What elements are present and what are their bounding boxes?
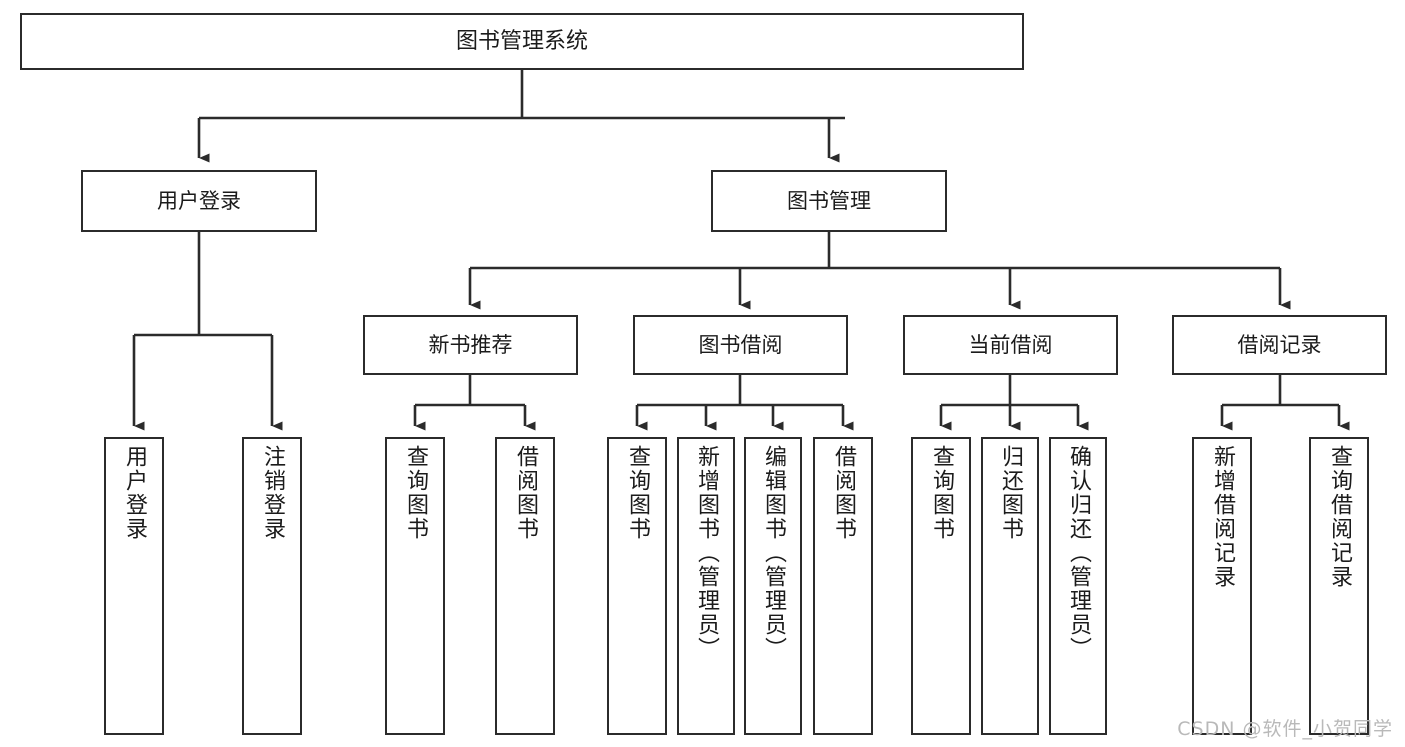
node-leaf-query-book-3[interactable]: 查询图书 <box>911 437 971 735</box>
node-leaf-add-book[interactable]: 新增图书（管理员） <box>677 437 735 735</box>
node-label: 用户登录 <box>157 188 241 213</box>
node-current-borrow[interactable]: 当前借阅 <box>903 315 1118 375</box>
node-leaf-add-record[interactable]: 新增借阅记录 <box>1192 437 1252 735</box>
node-label: 图书管理 <box>787 188 871 213</box>
node-label: 新书推荐 <box>428 332 513 357</box>
node-borrow-record[interactable]: 借阅记录 <box>1172 315 1387 375</box>
node-leaf-query-book-1[interactable]: 查询图书 <box>385 437 445 735</box>
node-leaf-edit-book[interactable]: 编辑图书（管理员） <box>744 437 802 735</box>
node-leaf-return-book[interactable]: 归还图书 <box>981 437 1039 735</box>
node-label: 借阅图书 <box>831 445 856 541</box>
node-label: 编辑图书（管理员） <box>761 445 786 661</box>
node-label: 查询借阅记录 <box>1327 445 1352 589</box>
node-user-login[interactable]: 用户登录 <box>81 170 317 232</box>
node-label: 借阅图书 <box>513 445 538 541</box>
node-book-management[interactable]: 图书管理 <box>711 170 947 232</box>
node-leaf-query-record[interactable]: 查询借阅记录 <box>1309 437 1369 735</box>
node-new-book-recommend[interactable]: 新书推荐 <box>363 315 578 375</box>
node-label: 图书管理系统 <box>455 28 588 54</box>
node-label: 归还图书 <box>998 445 1023 541</box>
node-label: 用户登录 <box>122 445 147 541</box>
node-label: 新增借阅记录 <box>1210 445 1235 589</box>
node-book-borrow[interactable]: 图书借阅 <box>633 315 848 375</box>
node-leaf-user-login[interactable]: 用户登录 <box>104 437 164 735</box>
node-label: 查询图书 <box>403 445 428 541</box>
node-label: 查询图书 <box>929 445 954 541</box>
node-leaf-query-book-2[interactable]: 查询图书 <box>607 437 667 735</box>
node-label: 借阅记录 <box>1237 332 1322 357</box>
node-label: 当前借阅 <box>968 332 1053 357</box>
node-label: 查询图书 <box>625 445 650 541</box>
node-book-management-system[interactable]: 图书管理系统 <box>20 13 1024 70</box>
node-leaf-borrow-book-1[interactable]: 借阅图书 <box>495 437 555 735</box>
node-leaf-borrow-book-2[interactable]: 借阅图书 <box>813 437 873 735</box>
node-label: 新增图书（管理员） <box>694 445 719 661</box>
node-leaf-logout-login[interactable]: 注销登录 <box>242 437 302 735</box>
node-label: 注销登录 <box>260 445 285 541</box>
node-label: 图书借阅 <box>698 332 783 357</box>
node-leaf-confirm-return[interactable]: 确认归还（管理员） <box>1049 437 1107 735</box>
node-label: 确认归还（管理员） <box>1066 445 1091 661</box>
